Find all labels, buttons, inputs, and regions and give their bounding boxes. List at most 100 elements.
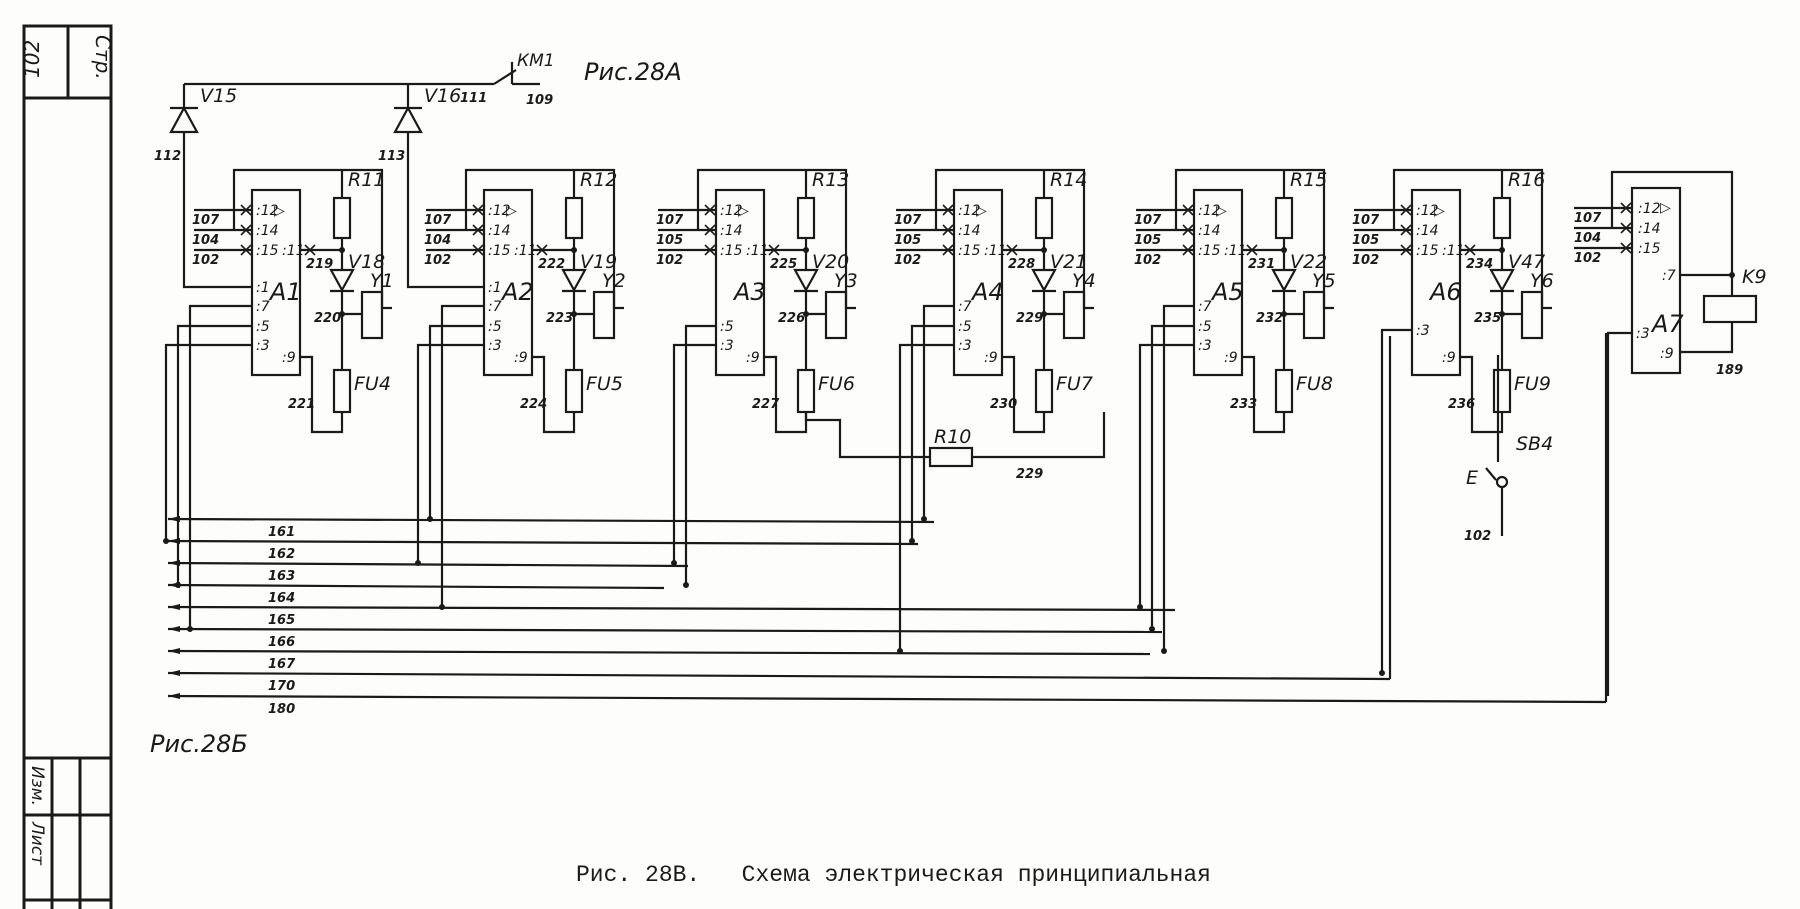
input-wire-label: 107: [656, 213, 684, 228]
stamp-change-label: Изм.: [27, 766, 47, 806]
module-box: [714, 188, 766, 377]
bus-line-164: [167, 583, 665, 590]
wire-label: 222: [538, 257, 565, 272]
module-ref-label: A5: [1210, 278, 1244, 306]
wire-label: 223: [546, 311, 573, 326]
coil-ref-label: Y6: [1530, 270, 1554, 292]
junction-dot: [1149, 626, 1155, 632]
module-a6: A6▷:12107:14105:15102:11234R16V47Y6235FU…: [1352, 168, 1554, 676]
module-box: [1630, 186, 1682, 375]
pin-label: :12: [488, 203, 511, 219]
pin-label: :11: [1224, 243, 1247, 259]
resistor-ref-label: R16: [1508, 169, 1545, 191]
pin-label: :7: [1198, 299, 1212, 315]
ref-fig-28a: Рис.28А: [584, 58, 682, 86]
module-ref-label: A3: [732, 278, 766, 306]
resistor-body: [1034, 196, 1054, 240]
junction-dot: [921, 516, 927, 522]
pin-label: :7: [1662, 268, 1676, 284]
pin-label: :11: [514, 243, 537, 259]
pin-label: :15: [958, 243, 981, 259]
input-wire-label: 107: [1352, 213, 1380, 228]
wire-label: 229: [1016, 467, 1043, 482]
pin-label: :3: [720, 338, 734, 354]
pin-label: :9: [1442, 350, 1456, 366]
wire-label: 235: [1474, 311, 1501, 326]
diode-ref-label: V16: [424, 85, 461, 107]
wire-label: 112: [154, 149, 181, 164]
junction-dot: [909, 538, 915, 544]
wire-label: 219: [306, 257, 333, 272]
pin-label: :9: [1224, 350, 1238, 366]
pin-label: :15: [720, 243, 743, 259]
bus-line-label: 165: [268, 613, 295, 628]
input-wire-label: 105: [1134, 233, 1161, 248]
pin-label: :3: [256, 338, 270, 354]
stamp-sheet-label: Лист: [27, 821, 47, 866]
junction-dot: [1379, 670, 1385, 676]
pin-label: :1: [256, 280, 270, 296]
module-ref-label: A7: [1650, 310, 1684, 338]
pin-label: :11: [984, 243, 1007, 259]
input-wire-label: 107: [192, 213, 220, 228]
resistor-body: [332, 196, 352, 240]
bus-line-163: [167, 561, 689, 568]
resistor-ref-label: R14: [1050, 169, 1087, 191]
bus-arrow-icon: [168, 670, 180, 676]
resistor-ref-label: R13: [812, 169, 849, 191]
input-wire-label: 102: [1574, 251, 1601, 266]
pin-label: :9: [984, 350, 998, 366]
caption-figure-number: Рис. 28В.: [576, 862, 701, 888]
solenoid-coil: [824, 290, 848, 340]
diode-ref-label: V18: [348, 251, 385, 273]
pin-label: :9: [1660, 346, 1674, 362]
bus-drop-wire: [684, 324, 716, 585]
module-box: [482, 188, 534, 377]
bus-line-165: [167, 605, 1176, 612]
terminal-mark: [536, 244, 548, 256]
junction-dot: [163, 538, 169, 544]
resistor-body: [1492, 196, 1512, 240]
pin-label: :11: [282, 243, 305, 259]
bus-drop-wire: [416, 343, 484, 563]
feedback-loop: [1610, 170, 1734, 296]
wire-label: 220: [314, 311, 341, 326]
fuse-body: [564, 368, 584, 414]
feedback-loop: [1392, 168, 1552, 310]
wire-label: 231: [1248, 257, 1275, 272]
ref-fig-28b: Рис.28Б: [150, 730, 248, 758]
fuse-ref-label: FU6: [818, 373, 855, 395]
pin-label: :14: [1416, 223, 1439, 239]
bus-drop-wire: [176, 324, 252, 585]
diode-triangle: [1031, 268, 1057, 293]
wire-label: 233: [1230, 397, 1257, 412]
pin-label: :14: [1198, 223, 1221, 239]
module-ref-label: A1: [268, 278, 302, 306]
pin-label: :1: [488, 280, 502, 296]
solenoid-coil: [1520, 290, 1544, 340]
bus-line-label: 164: [268, 591, 295, 606]
resistor-body: [1274, 196, 1294, 240]
pin-label: :12: [1198, 203, 1221, 219]
enable-wire: [406, 178, 484, 289]
pin-label: :5: [958, 319, 972, 335]
coil-ref-label: Y4: [1072, 270, 1096, 292]
wire-label: 226: [778, 311, 805, 326]
resistor-ref-label: R15: [1290, 169, 1327, 191]
diode-ref-label: V19: [580, 251, 617, 273]
wire-label: 229: [1016, 311, 1043, 326]
return-wire: [1002, 355, 1046, 434]
km1-label: КМ1: [517, 51, 555, 71]
pin-label: :14: [958, 223, 981, 239]
input-wire-label: 102: [1352, 253, 1379, 268]
bus-arrow-icon: [168, 560, 180, 566]
module-a5: A5▷:12107:14105:15102:11231R15V22Y5232FU…: [1134, 168, 1336, 654]
stamp-page-number: 102: [20, 40, 44, 78]
module-a3: A3▷:12107:14105:15102:11225R13V20Y3226FU…: [656, 168, 858, 588]
coil-ref-label: Y5: [1312, 270, 1336, 292]
return-wire: [1460, 355, 1504, 434]
pin-label: :15: [488, 243, 511, 259]
